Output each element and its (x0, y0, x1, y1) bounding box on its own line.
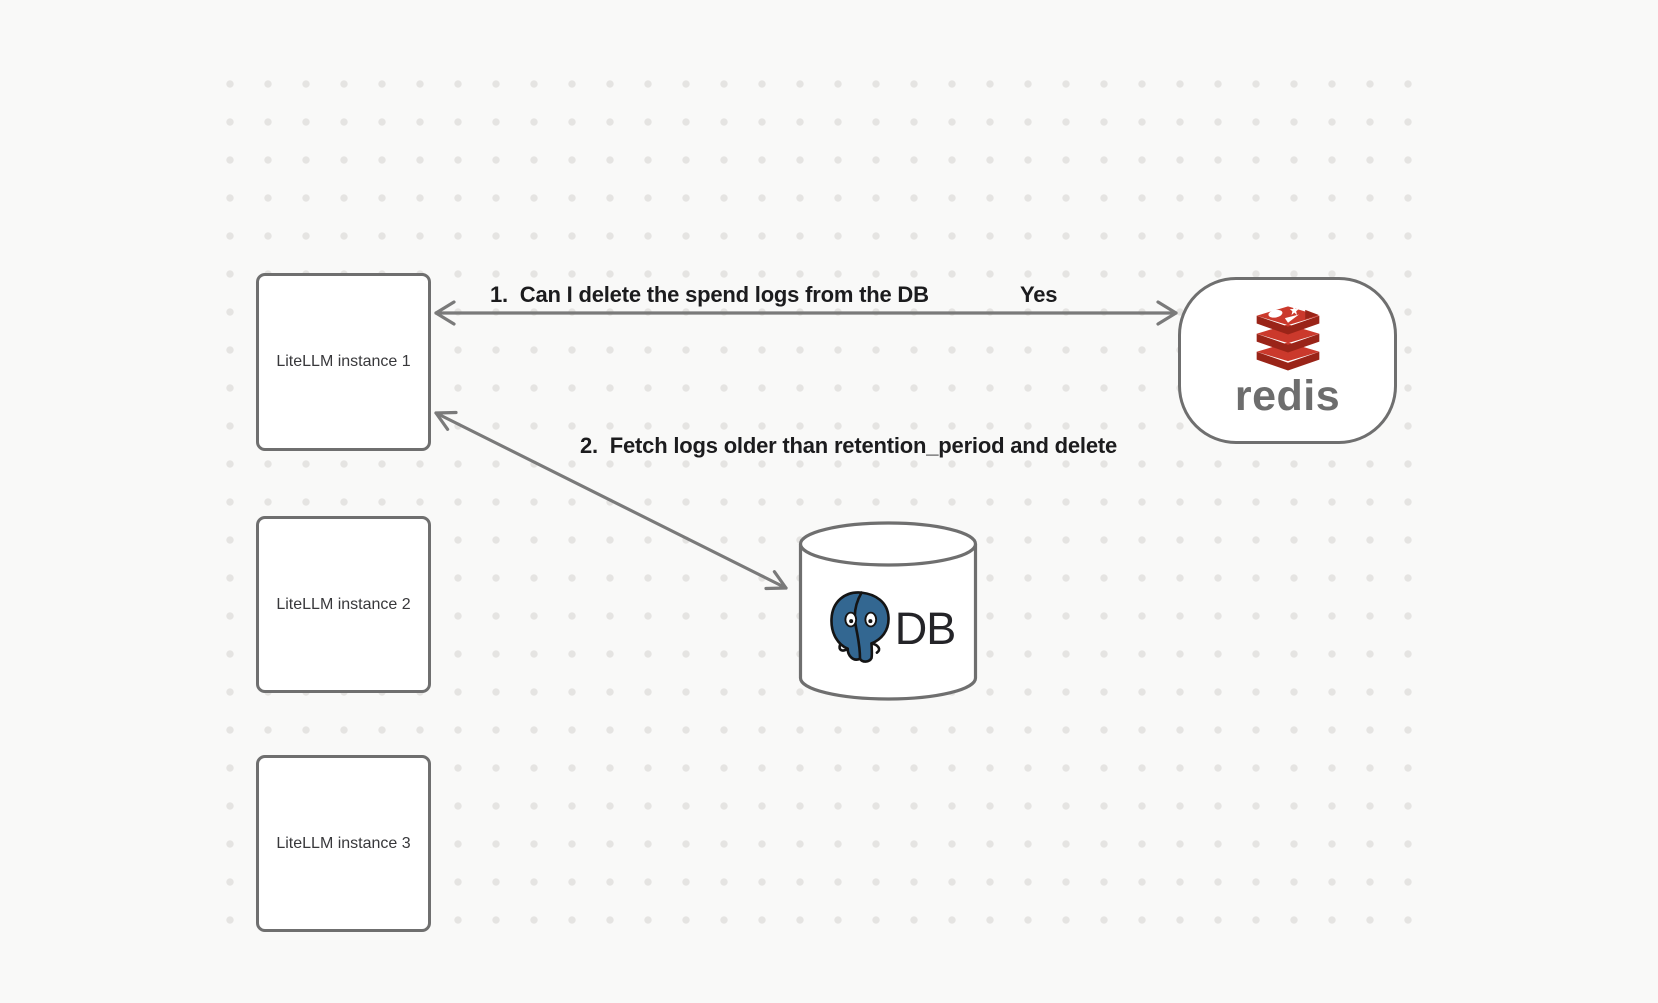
litellm-instance-1-node: LiteLLM instance 1 (256, 273, 431, 451)
postgresql-elephant-icon (829, 591, 890, 663)
litellm-instance-1-label: LiteLLM instance 1 (276, 353, 411, 371)
redis-node: redis (1178, 277, 1397, 444)
edge1-answer-label: Yes (1020, 282, 1058, 307)
db-label: DB (894, 602, 957, 654)
db-node: DB (798, 520, 978, 703)
edge2-label: 2. Fetch logs older than retention_perio… (580, 433, 1118, 458)
litellm-instance-2-label: LiteLLM instance 2 (276, 595, 411, 613)
edge1-question-label: 1. Can I delete the spend logs from the … (490, 282, 929, 307)
litellm-instance-3-node: LiteLLM instance 3 (256, 755, 431, 932)
redis-wordmark: redis (1234, 371, 1341, 420)
redis-logo-icon (1256, 305, 1319, 371)
litellm-instance-2-node: LiteLLM instance 2 (256, 516, 431, 693)
litellm-instance-3-label: LiteLLM instance 3 (276, 834, 411, 852)
